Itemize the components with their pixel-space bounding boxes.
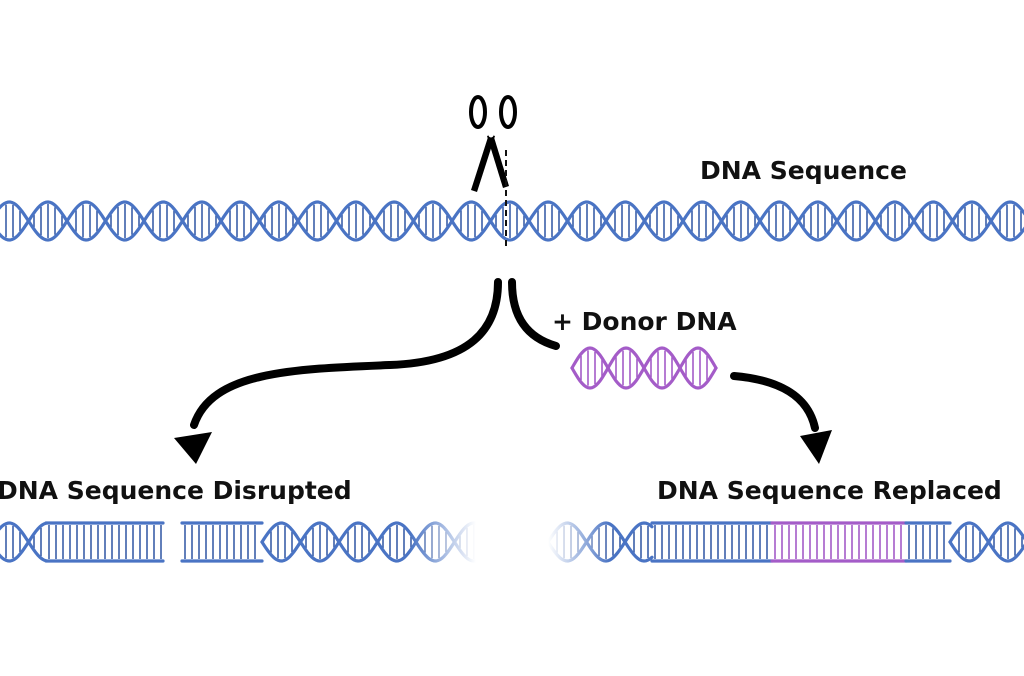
dna-helix-disrupted — [0, 521, 482, 563]
dna-fragment-right — [180, 521, 482, 563]
dna-strand-b — [260, 521, 482, 563]
dna-segment-original-right — [904, 521, 1024, 563]
dna-segment-donor-inserted — [770, 521, 908, 563]
arrow-to-disrupted — [174, 278, 502, 464]
dna-strand-b — [570, 346, 718, 390]
dna-strand-b — [546, 521, 654, 563]
dna-strand-b — [0, 200, 1024, 242]
dna-segment-original-left — [546, 521, 774, 563]
dna-strand-a — [0, 200, 1024, 242]
dna-sequence-replaced-label: DNA Sequence Replaced — [657, 476, 1002, 505]
scissors-icon — [469, 95, 517, 192]
dna-strand-b — [0, 521, 48, 563]
dna-strand-b — [948, 521, 1024, 563]
dna-strand-a — [0, 521, 48, 563]
dna-strand-a — [260, 521, 482, 563]
dna-strand-a — [546, 521, 654, 563]
dna-helix-original — [0, 200, 1024, 242]
dna-fragment-left — [0, 521, 165, 563]
dna-sequence-label: DNA Sequence — [700, 156, 907, 185]
donor-dna-label: + Donor DNA — [552, 307, 737, 336]
arrow-to-donor — [508, 278, 560, 350]
donor-dna-helix — [570, 346, 718, 390]
dna-strand-a — [948, 521, 1024, 563]
arrow-to-replaced — [730, 372, 832, 464]
dna-helix-replaced — [546, 521, 1024, 563]
dna-sequence-disrupted-label: DNA Sequence Disrupted — [0, 476, 352, 505]
